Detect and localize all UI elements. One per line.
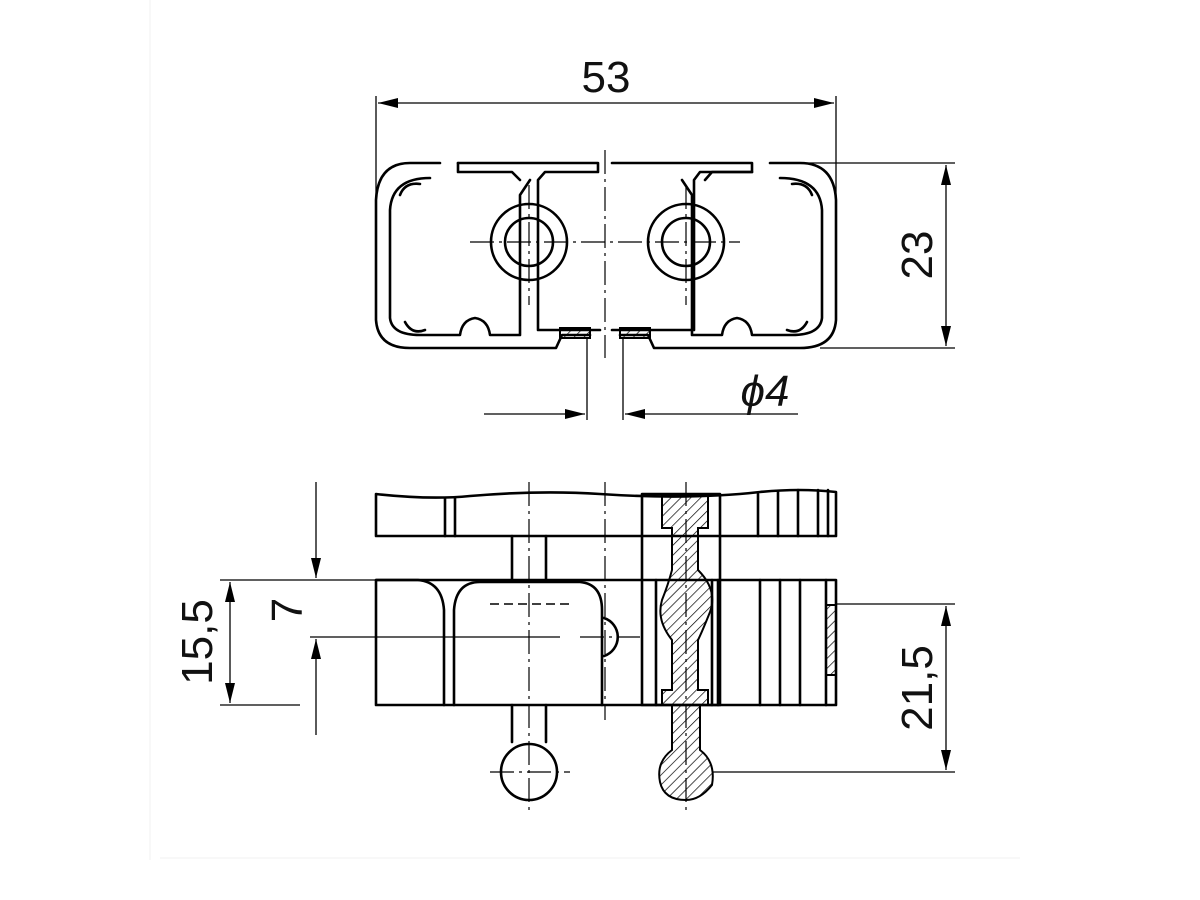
chamber-left	[388, 176, 532, 337]
profile-outline-right	[618, 161, 838, 350]
fillet-tr	[790, 182, 814, 197]
bottom-bridge-hatch-right	[619, 327, 651, 339]
dimension-total: 21,5	[712, 603, 955, 773]
fillet-br	[785, 320, 809, 333]
dimension-offset: 7	[263, 482, 560, 735]
dimension-hole: ϕ4	[484, 367, 798, 419]
top-flange-right	[610, 161, 754, 332]
dimension-side-height: 15,5	[173, 579, 376, 706]
dim-height-label: 23	[893, 231, 942, 280]
dimension-height: 23	[800, 162, 955, 349]
dimension-width: 53	[375, 53, 837, 200]
dim-width-label: 53	[582, 53, 631, 102]
dim-side-height-label: 15,5	[173, 599, 222, 685]
top-flange-left	[456, 161, 602, 332]
top-flange-right-inner	[703, 170, 754, 182]
dim-total-label: 21,5	[893, 645, 942, 731]
top-view	[374, 150, 838, 420]
body-inner-left	[374, 578, 446, 707]
dim-offset-label: 7	[263, 598, 312, 622]
left-pin	[510, 534, 548, 744]
body-inner-mid	[452, 580, 604, 707]
side-view	[374, 482, 838, 810]
profile-outline-left	[374, 161, 592, 350]
fillet-bl	[403, 320, 427, 333]
fillet-tl	[398, 182, 422, 197]
chamber-right	[680, 176, 824, 337]
dim-hole-label: ϕ4	[741, 367, 790, 416]
bottom-bridge-hatch-left	[559, 327, 591, 339]
top-flange-left-inner	[456, 161, 522, 182]
body-side-hatch	[825, 604, 837, 676]
right-pin-housing	[640, 492, 722, 707]
